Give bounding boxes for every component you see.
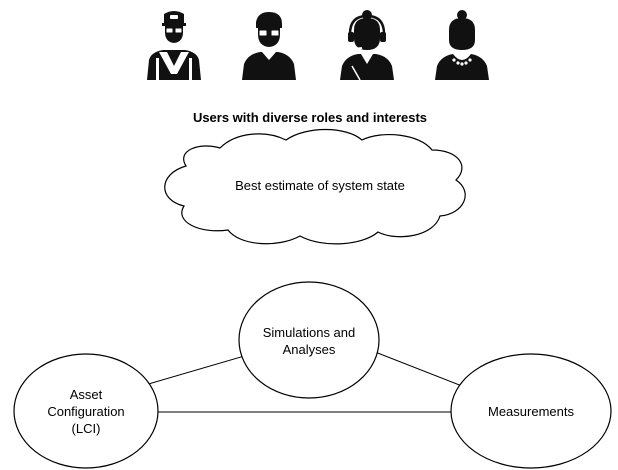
measurements-node	[450, 353, 612, 469]
man-with-glasses-icon	[242, 12, 296, 80]
simulations-label-line2: Analyses	[282, 342, 336, 357]
asset-configuration-label: Asset Configuration (LCI)	[36, 386, 136, 437]
measurements-label: Measurements	[488, 404, 574, 419]
connector-asset-simulations	[144, 351, 259, 386]
asset-configuration-node	[13, 353, 159, 469]
simulations-label-line1: Simulations and	[262, 325, 356, 340]
support-agent-headset-icon	[340, 10, 394, 81]
asset-label-line3: (LCI)	[71, 421, 101, 436]
cloud-label: Best estimate of system state	[235, 178, 405, 193]
users-caption: Users with diverse roles and interests	[192, 110, 428, 125]
worker-icon	[147, 11, 201, 80]
system-state-cloud	[164, 128, 466, 245]
simulations-label: Simulations and Analyses	[249, 324, 369, 358]
asset-label-line2: Configuration	[47, 404, 125, 419]
woman-with-necklace-icon	[435, 10, 489, 80]
simulations-node	[238, 281, 380, 399]
asset-label-line1: Asset	[69, 387, 103, 402]
connector-simulations-measurements	[369, 349, 463, 387]
